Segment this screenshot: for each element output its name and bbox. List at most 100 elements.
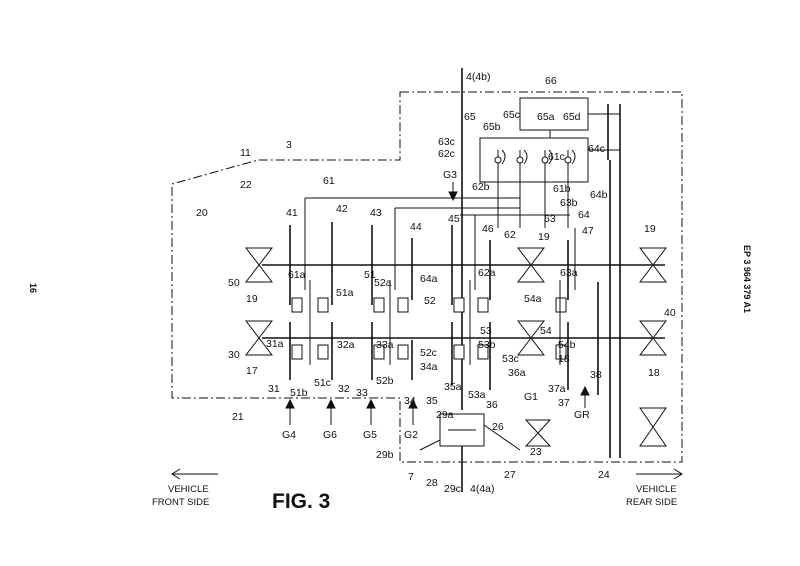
ref-label: 64b [590,189,608,201]
ref-label: 26 [492,421,504,433]
ref-label: 52 [424,295,436,307]
ref-label: 37 [558,397,570,409]
ref-label: 50 [228,277,240,289]
ref-label: 34 [404,395,416,407]
ref-label: 52a [374,277,392,289]
rear-side-label-line2: REAR SIDE [626,497,677,508]
publication-number: EP 3 964 379 A1 [742,245,752,313]
ref-label: 31 [268,383,280,395]
ref-label: 54 [540,325,552,337]
ref-label: 64 [578,209,590,221]
ref-label: 43 [370,207,382,219]
ref-label: 51b [290,387,308,399]
ref-label: 38 [590,369,602,381]
ref-label: 23 [530,446,542,458]
ref-label: 61b [553,183,571,195]
ref-label: 53a [468,389,486,401]
ref-label: 53c [502,353,519,365]
ref-label: G3 [443,169,457,181]
housing-outline [171,91,683,463]
front-side-label-line1: VEHICLE [168,484,209,495]
ref-label: 21 [232,411,244,423]
ref-label: GR [574,409,590,421]
ref-label: 35a [444,381,462,393]
ref-label: 41 [286,207,298,219]
ref-label: 22 [240,179,252,191]
front-side-label-line2: FRONT SIDE [152,497,209,508]
ref-label: 27 [504,469,516,481]
ref-label: 64c [588,143,605,155]
ref-label: G5 [363,429,377,441]
ref-label: 33a [376,339,394,351]
ref-label: 66 [545,75,557,87]
ref-label: 24 [598,469,610,481]
ref-label: 17 [246,365,258,377]
ref-label: G2 [404,429,418,441]
ref-label: 28 [426,477,438,489]
ref-label: 32a [337,339,355,351]
gear-pairs [289,222,599,395]
actuator-66 [519,97,589,131]
shift-drums [494,149,576,228]
ref-label: 18 [558,353,570,365]
ref-label: 20 [196,207,208,219]
ref-label: 62 [504,229,516,241]
ref-label: 33 [356,387,368,399]
ref-label: 4(4b) [466,71,491,83]
ref-label: 29c [444,483,461,495]
ref-label: 19 [644,223,656,235]
ref-label: 61 [323,175,335,187]
ref-label: 4(4a) [470,483,495,495]
ref-label: 11 [240,147,251,159]
ref-label: 61a [288,269,306,281]
ref-label: G4 [282,429,296,441]
ref-label: 63a [560,267,578,279]
ref-label: 65d [563,111,581,123]
ref-label: 65c [503,109,520,121]
ref-label: 35 [426,395,438,407]
ref-label: 45 [448,213,460,225]
direction-arrows [171,468,683,480]
ref-label: 44 [410,221,422,233]
ref-label: 53 [480,325,492,337]
bearings [244,247,668,447]
ref-label: 65 [464,111,476,123]
ref-label: 46 [482,223,494,235]
ref-label: 40 [664,307,676,319]
ref-label: 29a [436,409,454,421]
page-number: 16 [28,283,38,293]
ref-label: 62c [438,148,455,160]
ref-label: 42 [336,203,348,215]
ref-label: 65b [483,121,501,133]
rear-side-label-line1: VEHICLE [636,484,677,495]
ref-label: 54b [558,339,576,351]
ref-label: 51c [314,377,331,389]
ref-label: 19 [538,231,550,243]
ref-label: 64a [420,273,438,285]
ref-label: G6 [323,429,337,441]
ref-label: 63b [560,197,578,209]
ref-label: 54a [524,293,542,305]
ref-label: 63c [438,136,455,148]
ref-label: 29b [376,449,394,461]
synchronizers [291,198,576,365]
ref-label: 30 [228,349,240,361]
ref-label: 32 [338,383,350,395]
ref-label: 52c [420,347,437,359]
ref-label: 51a [336,287,354,299]
ref-label: 61c [548,151,565,163]
ref-label: 19 [246,293,258,305]
ref-label: 18 [648,367,660,379]
ref-label: 31a [266,338,284,350]
ref-label: 62a [478,267,496,279]
ref-label: 53b [478,339,496,351]
ref-label: 36a [508,367,526,379]
ref-label: 34a [420,361,438,373]
ref-label: 65a [537,111,555,123]
ref-label: 52b [376,375,394,387]
gear-input-arrows [285,182,590,425]
ref-label: 51 [364,269,376,281]
ref-label: 36 [486,399,498,411]
